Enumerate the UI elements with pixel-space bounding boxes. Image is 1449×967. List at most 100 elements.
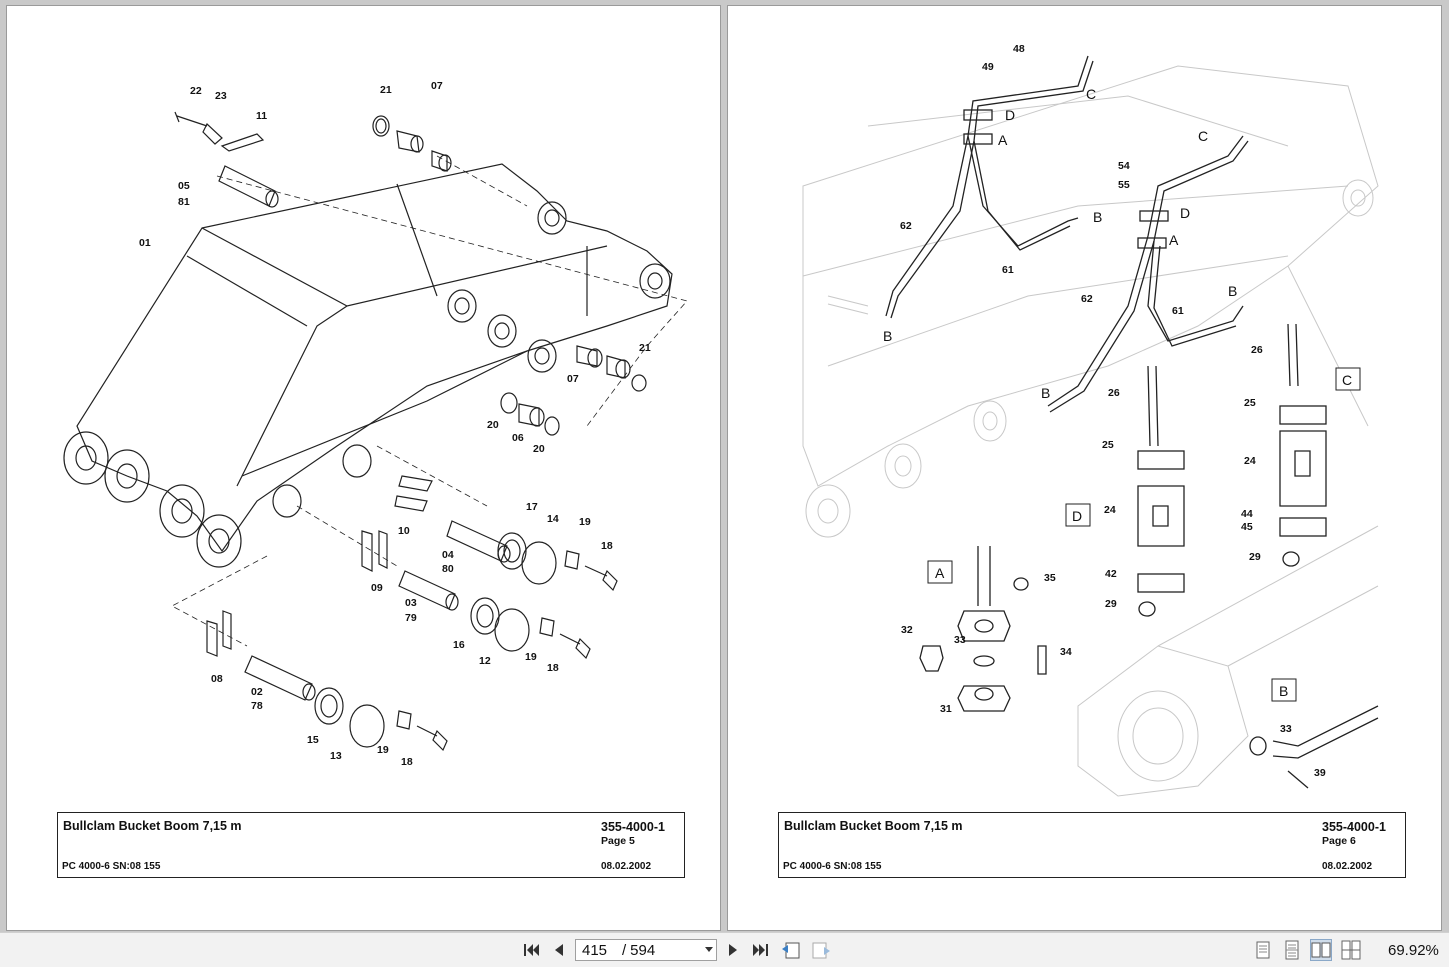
doc-date: 08.02.2002 (1322, 861, 1373, 872)
callout-62: 62 (900, 220, 912, 232)
doc-number: 355-4000-1 (601, 820, 665, 834)
callout-34: 34 (1060, 646, 1072, 658)
letter-c: C (1086, 86, 1096, 102)
single-page-icon (1256, 941, 1270, 959)
callout-16: 16 (453, 639, 465, 651)
callout-21b: 21 (639, 342, 651, 354)
callout-07b: 07 (567, 373, 579, 385)
callout-18c: 18 (401, 756, 413, 768)
next-page-button[interactable] (722, 939, 744, 961)
letter-b3: B (1228, 283, 1237, 299)
page-right: 48 49 62 61 54 55 62 61 26 26 25 25 24 2… (728, 6, 1441, 930)
callout-79: 79 (405, 612, 417, 624)
two-page-continuous-icon (1341, 940, 1361, 960)
callout-48: 48 (1013, 43, 1025, 55)
callout-10: 10 (398, 525, 410, 537)
two-page-icon (1311, 942, 1331, 958)
previous-page-button[interactable] (548, 939, 570, 961)
callout-44: 44 (1241, 508, 1253, 520)
callout-25: 25 (1244, 397, 1256, 409)
first-page-button[interactable] (520, 939, 542, 961)
page-label: Page 5 (601, 835, 635, 847)
detail-box-c (1335, 367, 1361, 391)
callout-01: 01 (139, 237, 151, 249)
callout-18: 18 (601, 540, 613, 552)
callout-19b: 19 (525, 651, 537, 663)
callout-18b: 18 (547, 662, 559, 674)
next-page-icon (729, 944, 737, 956)
callout-62b: 62 (1081, 293, 1093, 305)
title-block: Bullclam Bucket Boom 7,15 m 355-4000-1 P… (57, 812, 685, 878)
document-viewport[interactable]: 22 23 11 21 07 05 81 01 21 07 20 06 20 1… (0, 0, 1449, 932)
callout-11: 11 (256, 110, 267, 122)
callout-54: 54 (1118, 160, 1130, 172)
viewer-toolbar: / 594 69.92% (0, 932, 1449, 967)
callout-03: 03 (405, 597, 417, 609)
continuous-view-button[interactable] (1281, 939, 1303, 961)
callout-29b: 29 (1105, 598, 1117, 610)
total-pages: 594 (630, 941, 656, 959)
callout-21: 21 (380, 84, 392, 96)
callout-78: 78 (251, 700, 263, 712)
next-view-icon (812, 942, 830, 959)
callout-32: 32 (901, 624, 913, 636)
callout-13: 13 (330, 750, 342, 762)
letter-d2: D (1180, 205, 1190, 221)
doc-number: 355-4000-1 (1322, 820, 1386, 834)
last-page-icon (753, 944, 768, 956)
page-number-field[interactable]: / 594 (575, 939, 717, 961)
next-view-button[interactable] (810, 939, 832, 961)
callout-81: 81 (178, 196, 190, 208)
letter-b: B (1093, 209, 1102, 225)
zoom-level[interactable]: 69.92% (1388, 942, 1439, 959)
callout-15: 15 (307, 734, 319, 746)
page-separator: / (622, 941, 627, 959)
callout-23: 23 (215, 90, 227, 102)
chevron-down-icon[interactable] (705, 947, 713, 952)
detail-box-a (927, 560, 953, 584)
hydraulic-lines-drawing: 48 49 62 61 54 55 62 61 26 26 25 25 24 2… (802, 43, 1379, 797)
detail-label-a: A (935, 565, 945, 581)
callout-09: 09 (371, 582, 383, 594)
current-page-input[interactable] (576, 940, 618, 960)
callout-08: 08 (211, 673, 223, 685)
letter-c2: C (1198, 128, 1208, 144)
callout-33b: 33 (1280, 723, 1292, 735)
callout-26b: 26 (1108, 387, 1120, 399)
callout-26: 26 (1251, 344, 1263, 356)
previous-view-button[interactable] (780, 939, 802, 961)
callout-14: 14 (547, 513, 559, 525)
last-page-button[interactable] (750, 939, 772, 961)
two-page-continuous-button[interactable] (1340, 939, 1362, 961)
letter-b4: B (1041, 385, 1050, 401)
callout-04: 04 (442, 549, 454, 561)
callout-20b: 20 (533, 443, 545, 455)
letter-b2: B (883, 328, 892, 344)
previous-page-icon (555, 944, 563, 956)
two-page-view-button[interactable] (1310, 939, 1332, 961)
callout-33: 33 (954, 634, 966, 646)
boom-exploded-drawing: 22 23 11 21 07 05 81 01 21 07 20 06 20 1… (63, 80, 688, 768)
callout-55: 55 (1118, 179, 1130, 191)
previous-view-icon (782, 942, 800, 959)
callout-20: 20 (487, 419, 499, 431)
model-serial: PC 4000-6 SN:08 155 (783, 861, 882, 872)
detail-label-d: D (1072, 508, 1082, 524)
callout-06: 06 (512, 432, 524, 444)
model-serial: PC 4000-6 SN:08 155 (62, 861, 161, 872)
drawing-title: Bullclam Bucket Boom 7,15 m (784, 819, 963, 833)
callout-12: 12 (479, 655, 491, 667)
detail-label-c: C (1342, 372, 1352, 388)
callout-17: 17 (526, 501, 538, 513)
callout-61b: 61 (1172, 305, 1184, 317)
detail-box-b (1271, 678, 1297, 702)
continuous-page-icon (1285, 940, 1299, 960)
doc-date: 08.02.2002 (601, 861, 652, 872)
callout-42: 42 (1105, 568, 1117, 580)
single-page-view-button[interactable] (1252, 939, 1274, 961)
callout-19c: 19 (377, 744, 389, 756)
callout-29: 29 (1249, 551, 1261, 563)
callout-24: 24 (1244, 455, 1256, 467)
callout-35: 35 (1044, 572, 1056, 584)
callout-19: 19 (579, 516, 591, 528)
